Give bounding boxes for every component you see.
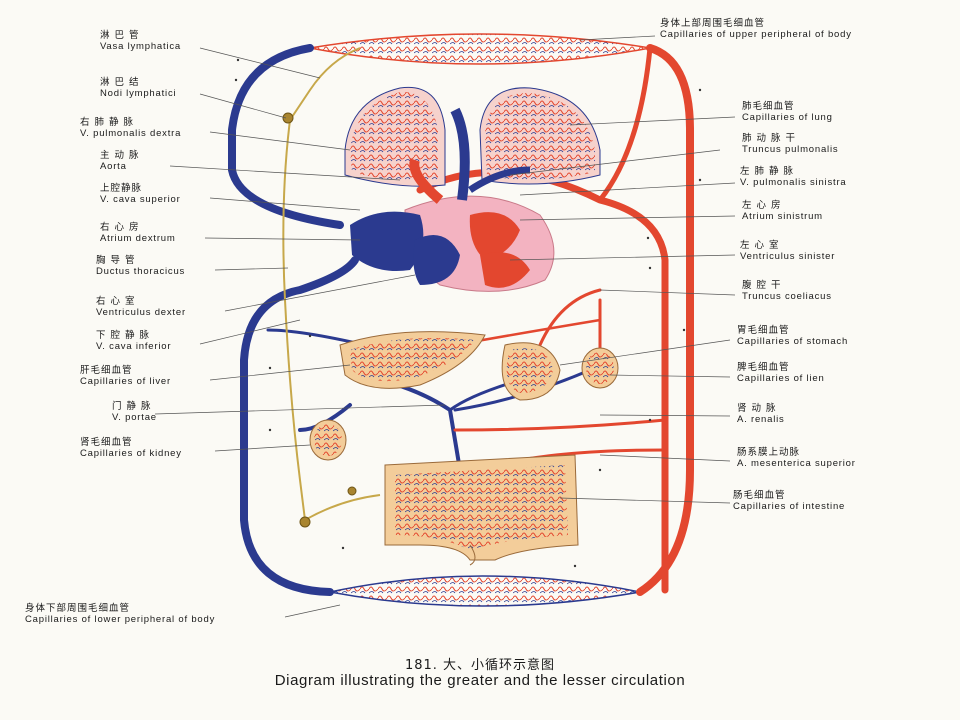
label-v-cava-inferior: 下 腔 静 脉 V. cava inferior [96, 330, 172, 352]
label-v-pulmonalis-dextra: 右 肺 静 脉 V. pulmonalis dextra [80, 117, 182, 139]
label-truncus-coeliacus: 腹 腔 干 Truncus coeliacus [742, 280, 832, 302]
label-v-cava-superior: 上腔静脉 V. cava superior [100, 183, 181, 205]
label-ductus-thoracicus: 胸 导 管 Ductus thoracicus [96, 255, 186, 277]
venous-system [228, 44, 592, 596]
kidney [309, 419, 347, 461]
label-vasa-lymphatica: 淋 巴 管 Vasa lymphatica [100, 30, 181, 52]
label-capillaries-of-intestine: 肠毛细血管 Capillaries of intestine [733, 490, 846, 512]
figure-title: Diagram illustrating the greater and the… [274, 672, 686, 689]
label-ventriculus-dexter: 右 心 室 Ventriculus dexter [96, 296, 186, 318]
label-v-pulmonalis-sinistra: 左 肺 静 脉 V. pulmonalis sinistra [740, 166, 847, 188]
label-a-renalis: 肾 动 脉 A. renalis [737, 403, 785, 425]
lymph-node-lower [299, 516, 311, 528]
left-ventricle-shape [480, 252, 530, 288]
label-aorta: 主 动 脉 Aorta [100, 150, 140, 172]
lower-body-capillaries [329, 575, 641, 607]
right-atrium-shape [350, 211, 424, 271]
right-ventricle-shape [413, 235, 460, 285]
liver [339, 331, 486, 389]
label-capillaries-of-kidney: 肾毛细血管 Capillaries of kidney [80, 437, 182, 459]
lymphatic-system [282, 47, 381, 528]
lungs [344, 86, 601, 187]
upper-body-capillaries [309, 33, 651, 65]
lymph-node-upper [282, 112, 294, 124]
label-ventriculus-sinister: 左 心 室 Ventriculus sinister [740, 240, 836, 262]
flow-arrows [234, 58, 702, 568]
left-atrium-shape [469, 212, 520, 260]
stomach [501, 342, 561, 401]
label-capillaries-upper-body: 身体上部周围毛细血管 Capillaries of upper peripher… [660, 18, 852, 40]
heart [350, 107, 555, 292]
intestine [384, 454, 579, 566]
label-atrium-sinistrum: 左 心 房 Atrium sinistrum [742, 200, 823, 222]
lymph-node-intestine [347, 486, 357, 496]
label-nodi-lymphatici: 淋 巴 结 Nodi lymphatici [100, 77, 177, 99]
label-atrium-dextrum: 右 心 房 Atrium dextrum [100, 222, 176, 244]
label-capillaries-of-stomach: 胃毛细血管 Capillaries of stomach [737, 325, 849, 347]
label-capillaries-of-lien: 脾毛细血管 Capillaries of lien [737, 362, 825, 384]
label-v-portae: 门 静 脉 V. portae [112, 401, 157, 423]
label-a-mesenterica-superior: 肠系膜上动脉 A. mesenterica superior [737, 447, 856, 469]
leader-lines [154, 35, 736, 618]
label-capillaries-lower-body: 身体下部周围毛细血管 Capillaries of lower peripher… [25, 603, 216, 625]
label-capillaries-of-liver: 肝毛细血管 Capillaries of liver [80, 365, 171, 387]
figure-number: 181. 大、小循环示意图 [404, 658, 556, 673]
label-capillaries-of-lung: 肺毛细血管 Capillaries of lung [742, 101, 833, 123]
spleen [581, 347, 619, 389]
label-truncus-pulmonalis: 肺 动 脉 干 Truncus pulmonalis [742, 133, 839, 155]
